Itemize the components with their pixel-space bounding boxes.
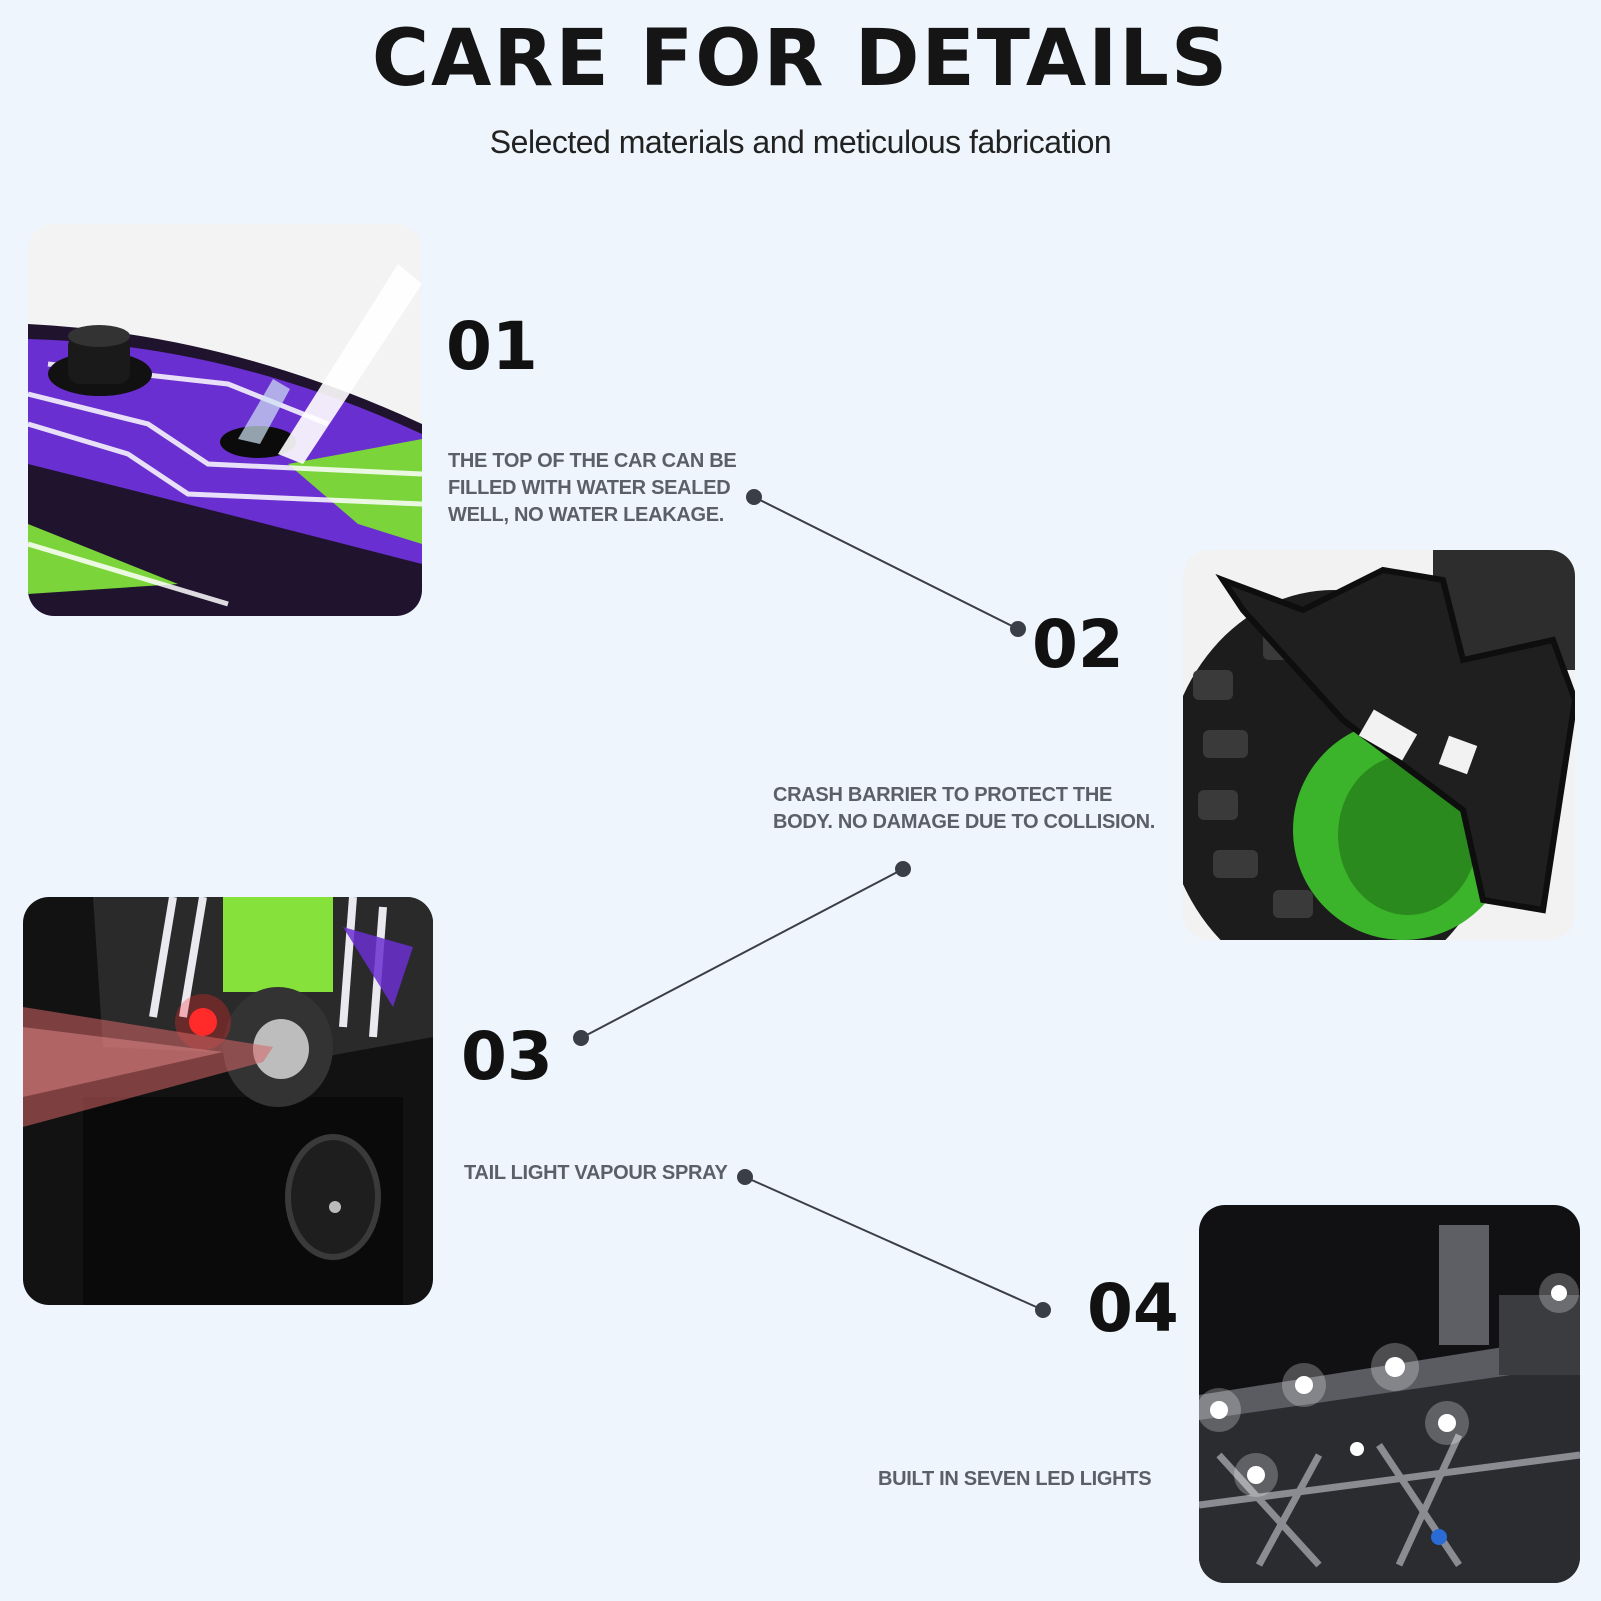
crash-barrier-photo — [1183, 550, 1575, 940]
feature-number-02: 02 — [1032, 606, 1124, 683]
feature-text-01: THE TOP OF THE CAR CAN BE FILLED WITH WA… — [448, 450, 737, 526]
led-lights-photo — [1199, 1205, 1580, 1583]
tail-light-spray-photo — [23, 897, 433, 1305]
connector-dot — [895, 861, 911, 877]
page-subtitle: Selected materials and meticulous fabric… — [489, 124, 1112, 160]
feature-text-04: BUILT IN SEVEN LED LIGHTS — [878, 1468, 1152, 1490]
feature-number-04: 04 — [1087, 1270, 1179, 1347]
connector-dot — [573, 1030, 589, 1046]
connector-dot — [1035, 1302, 1051, 1318]
water-fill-cap-photo — [28, 224, 422, 616]
connector-dot — [746, 489, 762, 505]
page-title: CARE FOR DETAILS — [371, 14, 1230, 104]
feature-text-03: TAIL LIGHT VAPOUR SPRAY — [464, 1162, 728, 1184]
feature-number-03: 03 — [461, 1018, 553, 1095]
feature-number-01: 01 — [446, 308, 538, 385]
connector-dot — [737, 1169, 753, 1185]
connector-dot — [1010, 621, 1026, 637]
feature-text-02: CRASH BARRIER TO PROTECT THE BODY. NO DA… — [773, 784, 1155, 833]
